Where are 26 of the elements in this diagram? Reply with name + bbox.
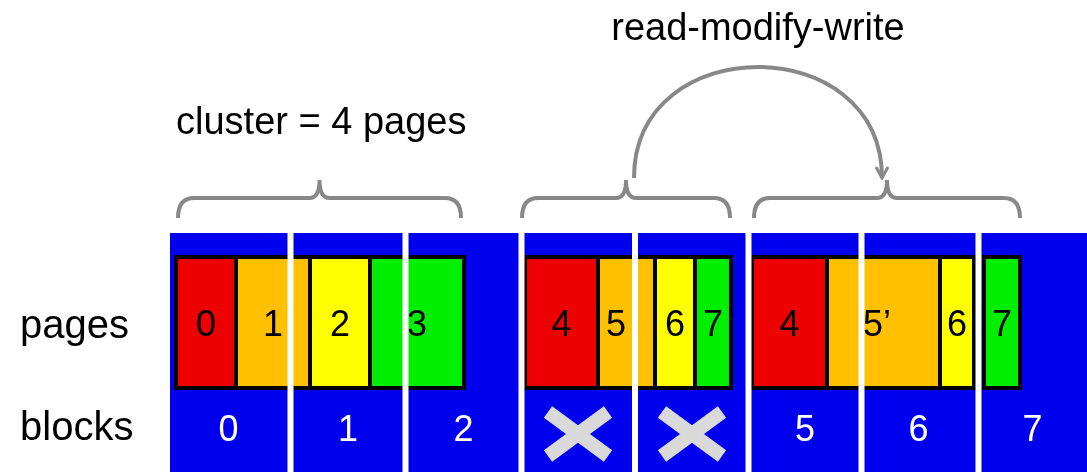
curly-bracket	[176, 178, 463, 220]
curved-arrow	[632, 65, 888, 180]
block-number: 2	[452, 408, 475, 450]
page-number: 7	[991, 303, 1013, 345]
page-number: 1	[262, 303, 284, 345]
curly-bracket	[752, 178, 1022, 220]
block-number: 0	[217, 408, 240, 450]
block-number: 6	[907, 408, 930, 450]
page-number: 2	[329, 303, 351, 345]
page-number: 5	[606, 303, 627, 345]
page-number: 4	[550, 303, 573, 345]
page-number: 6	[946, 303, 968, 345]
page-segment	[982, 255, 1022, 390]
block-number: 5	[794, 408, 816, 450]
curly-bracket	[520, 178, 732, 220]
page-number: 7	[702, 303, 724, 345]
page-number: 6	[664, 303, 686, 345]
page-number: 0	[195, 303, 217, 345]
page-number: 4	[778, 303, 801, 345]
row-label: blocks	[20, 404, 134, 449]
row-label: pages	[20, 302, 129, 347]
page-number: 3	[406, 303, 428, 345]
block-number: 1	[337, 408, 359, 450]
block-number: 7	[1021, 408, 1044, 450]
bracket-caption: cluster = 4 pages	[176, 100, 463, 143]
page-number: 5’	[863, 303, 892, 345]
